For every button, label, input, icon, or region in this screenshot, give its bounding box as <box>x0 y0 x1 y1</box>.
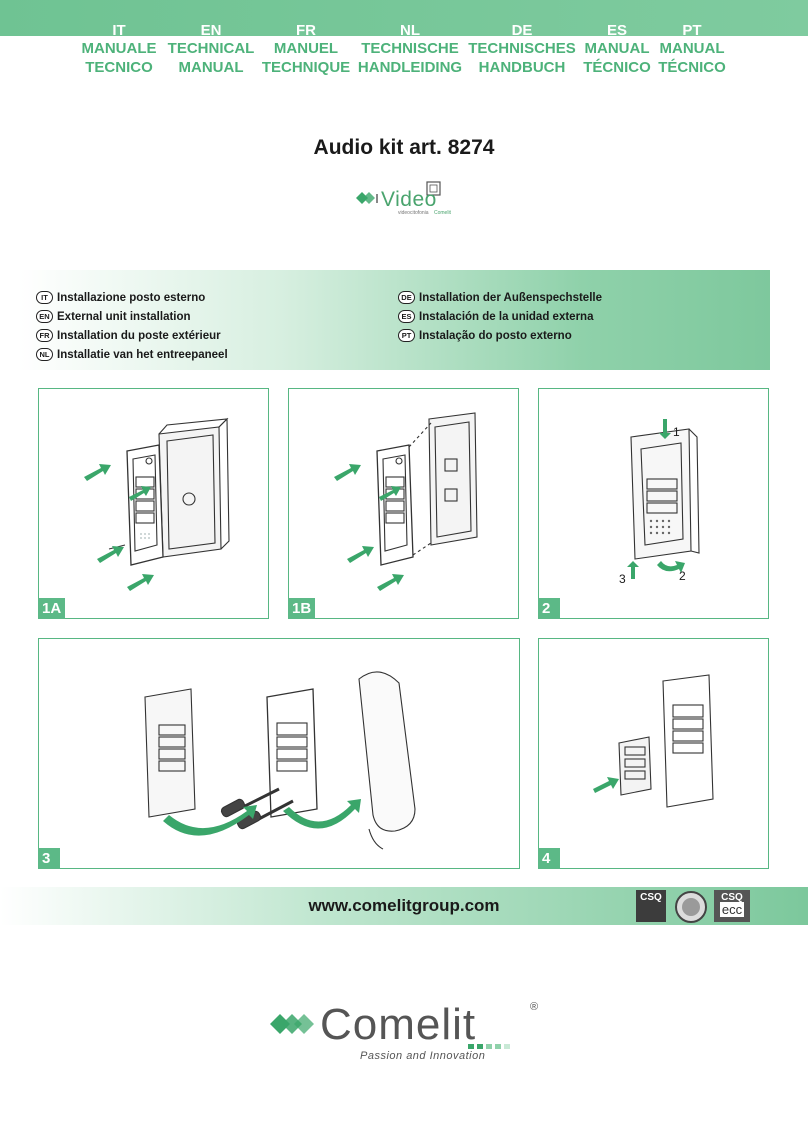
lang-badge: PT <box>398 329 415 342</box>
lang-en: EN TECHNICAL MANUAL <box>163 21 259 77</box>
figure-label: 2 <box>538 598 560 619</box>
lang-es: ES MANUAL TÉCNICO <box>580 21 654 77</box>
figure-label: 1A <box>38 598 66 619</box>
lang-code: EN <box>200 22 222 39</box>
lang-it: IT MANUALE TECNICO <box>76 21 162 77</box>
step-number-1: 1 <box>673 425 680 439</box>
lang-line1: TECHNICAL <box>167 40 255 57</box>
lang-code: FR <box>296 22 316 39</box>
section-item-es: ES Instalación de la unidad externa <box>398 307 602 326</box>
section-item-it: IT Installazione posto esterno <box>36 288 228 307</box>
cert-label: CSQ <box>721 892 743 903</box>
lang-badge: DE <box>398 291 415 304</box>
flush-box-mounting-illustration <box>84 417 230 591</box>
section-list-left: IT Installazione posto esterno EN External… <box>36 288 228 364</box>
volume-adjustment-illustration <box>144 671 416 850</box>
figure-label: 1B <box>288 598 316 619</box>
section-item-text: Installazione posto esterno <box>57 291 206 304</box>
csq-cert-badge: CSQ <box>636 890 666 922</box>
lang-code: IT <box>112 22 126 39</box>
surface-box-mounting-illustration <box>334 412 478 591</box>
comelit-diamond-icon <box>270 1014 314 1034</box>
section-item-text: Instalación de la unidad externa <box>419 310 594 323</box>
registered-mark: ® <box>530 1001 539 1013</box>
section-item-text: Installatie van het entreepaneel <box>57 348 228 361</box>
front-cover-fitting-illustration <box>627 419 700 579</box>
language-header-bar <box>0 0 808 36</box>
comelit-logo: Comelit ® Passion and Innovation <box>268 1000 544 1070</box>
lang-line2: HANDLEIDING <box>357 59 463 76</box>
lang-pt: PT MANUAL TÉCNICO <box>654 21 730 77</box>
button-module-illustration <box>593 674 714 808</box>
section-item-pt: PT Instalação do posto externo <box>398 326 602 345</box>
direction-arrows <box>627 419 685 579</box>
lang-nl: NL TECHNISCHE HANDLEIDING <box>354 21 466 77</box>
lang-line2: TÉCNICO <box>583 59 651 76</box>
lang-code: DE <box>511 22 533 39</box>
lang-line2: HANDBUCH <box>478 59 566 76</box>
lang-badge: FR <box>36 329 53 342</box>
figure-label: 3 <box>38 848 60 869</box>
iqnet-seal-icon <box>675 891 707 923</box>
section-item-text: Installation du poste extérieur <box>57 329 221 342</box>
figure-4: 4 <box>538 638 769 869</box>
lang-code: ES <box>606 22 627 39</box>
video-brand-sub: videocitofonia <box>398 210 429 216</box>
website-url[interactable]: www.comelitgroup.com <box>308 896 500 915</box>
direction-arrows <box>593 777 619 793</box>
lang-line1: TECHNISCHES <box>468 40 576 57</box>
lang-fr: FR MANUEL TECHNIQUE <box>258 21 354 77</box>
section-item-de: DE Installation der Außenspechstelle <box>398 288 602 307</box>
document-title: Audio kit art. 8274 <box>313 136 495 159</box>
lang-badge: NL <box>36 348 53 361</box>
lang-line2: TECHNIQUE <box>261 59 351 76</box>
step-number-3: 3 <box>619 572 626 586</box>
lang-badge: IT <box>36 291 53 304</box>
video-logo-icon <box>356 181 441 204</box>
figure-1b: 1B <box>288 388 519 619</box>
section-item-fr: FR Installation du poste extérieur <box>36 326 228 345</box>
figure-label: 4 <box>538 848 560 869</box>
lang-code: PT <box>682 22 702 39</box>
section-item-text: Installation der Außenspechstelle <box>419 291 602 304</box>
logo-tagline: Passion and Innovation <box>360 1050 486 1062</box>
video-brand-logo: Video videocitofonia Comelit <box>354 180 458 218</box>
lang-line2: TECNICO <box>85 59 153 76</box>
direction-arrows <box>163 799 361 836</box>
lang-line2: TÉCNICO <box>658 59 726 76</box>
direction-arrows <box>334 464 404 591</box>
color-squares-icon <box>468 1044 510 1049</box>
comelit-wordmark: Comelit <box>320 1000 477 1049</box>
lang-line1: MANUAL <box>584 40 650 57</box>
cert-label-ecc: ecc <box>719 902 745 917</box>
figure-2: 1 3 2 2 <box>538 388 769 619</box>
section-item-en: EN External unit installation <box>36 307 228 326</box>
lang-code: NL <box>400 22 420 39</box>
lang-badge: ES <box>398 310 415 323</box>
section-item-text: Instalação do posto externo <box>419 329 572 342</box>
lang-line1: MANUAL <box>659 40 725 57</box>
lang-line1: MANUALE <box>81 40 157 57</box>
website-band: www.comelitgroup.com CSQ CSQ ecc <box>0 887 808 925</box>
figure-3: 3 <box>38 638 520 869</box>
lang-line2: MANUAL <box>178 59 244 76</box>
csq-ecc-cert-badge: CSQ ecc <box>714 890 750 922</box>
lang-line1: TECHNISCHE <box>361 40 459 57</box>
figure-1a: 1A <box>38 388 269 619</box>
video-brand-word: Video <box>381 188 437 211</box>
direction-arrows <box>84 464 154 591</box>
section-title-band: IT Installazione posto esterno EN External… <box>18 270 770 370</box>
lang-line1: MANUEL <box>273 40 339 57</box>
section-list-right: DE Installation der Außenspechstelle ES In… <box>398 288 602 345</box>
section-item-nl: NL Installatie van het entreepaneel <box>36 345 228 364</box>
lang-de: DE TECHNISCHES HANDBUCH <box>464 21 580 77</box>
video-brand-sub2: Comelit <box>434 210 451 216</box>
language-header: IT MANUALE TECNICO EN TECHNICAL MANUAL F… <box>0 0 808 80</box>
cert-label: CSQ <box>640 892 662 903</box>
section-item-text: External unit installation <box>57 310 191 323</box>
step-number-2: 2 <box>679 569 686 583</box>
lang-badge: EN <box>36 310 53 323</box>
